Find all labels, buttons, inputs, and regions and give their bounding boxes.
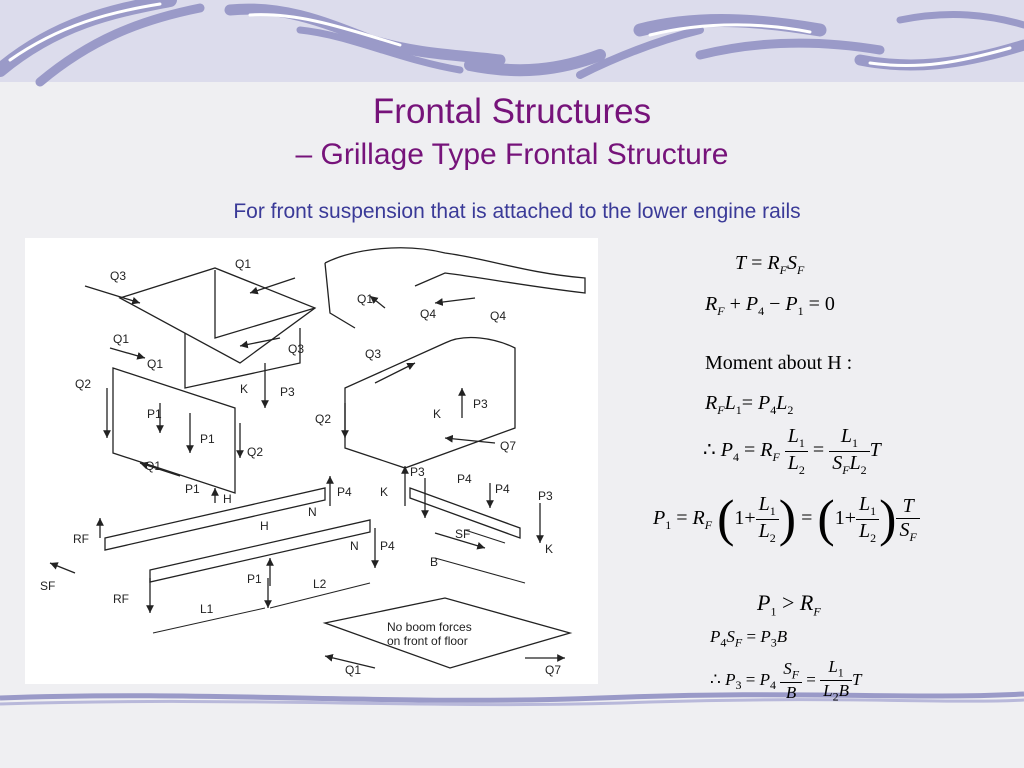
label-p1-d: P1 (247, 572, 262, 586)
label-n-a: N (308, 505, 317, 519)
header-swirl-decoration (0, 0, 1024, 87)
label-q4-a: Q4 (420, 307, 436, 321)
label-p1-c: P1 (185, 482, 200, 496)
label-n-b: N (350, 539, 359, 553)
label-sf-a: SF (455, 527, 470, 541)
label-q1-a: Q1 (235, 257, 251, 271)
label-k-c: K (380, 485, 388, 499)
footer-swirl-decoration (0, 691, 1024, 707)
slide-title: Frontal Structures (372, 92, 652, 131)
slide-description: For front suspension that is attached to… (233, 200, 801, 223)
label-b-a: B (430, 555, 438, 569)
label-p3-c: P3 (410, 465, 425, 479)
label-q1-c: Q1 (113, 332, 129, 346)
equation-force-balance: RF + P4 − P1 = 0 (705, 293, 835, 318)
floor-panel (322, 597, 573, 669)
label-q2-b: Q2 (247, 445, 263, 459)
moment-label: Moment about H : (705, 352, 853, 374)
label-rf-a: RF (73, 532, 89, 546)
label-p4-c: P4 (495, 482, 510, 496)
label-p4-d: P4 (380, 539, 395, 553)
equation-torque: T = RFSF (735, 252, 805, 277)
label-p3-a: P3 (280, 385, 295, 399)
equation-comparison: P1 > RF (757, 590, 821, 619)
label-q1-d: Q1 (147, 357, 163, 371)
label-p1-a: P1 (147, 407, 162, 421)
label-q3-a: Q3 (110, 269, 126, 283)
label-l2: L2 (313, 577, 327, 591)
upper-beam (104, 487, 326, 551)
floor-note-line-1: No boom forces (387, 620, 472, 634)
label-rf-b: RF (113, 592, 129, 606)
label-q4-b: Q4 (490, 309, 506, 323)
label-k-d: K (545, 542, 553, 556)
floor-note-line-2: on front of floor (387, 634, 468, 648)
label-p3-b: P3 (473, 397, 488, 411)
equation-moment: RFL1= P4L2 (705, 392, 794, 417)
label-h-a: H (223, 492, 232, 506)
label-q3-b: Q3 (288, 342, 304, 356)
label-p3-d: P3 (538, 489, 553, 503)
label-sf-b: SF (40, 579, 55, 593)
label-p4-a: P4 (337, 485, 352, 499)
label-k-b: K (433, 407, 441, 421)
label-q7-a: Q7 (500, 439, 516, 453)
top-panel (118, 267, 317, 364)
equation-p3-balance: P4SF = P3B (710, 627, 788, 650)
label-q2-a: Q2 (75, 377, 91, 391)
label-k-a: K (240, 382, 248, 396)
label-q1-b: Q1 (357, 292, 373, 306)
left-plate (112, 367, 236, 494)
label-q7-b: Q7 (545, 663, 561, 677)
label-p4-b: P4 (457, 472, 472, 486)
label-p1-b: P1 (200, 432, 215, 446)
upper-right-sheet (324, 247, 586, 294)
label-q1-e: Q1 (145, 459, 161, 473)
slide-subtitle: – Grillage Type Frontal Structure (295, 138, 729, 171)
label-q3-c: Q3 (365, 347, 381, 361)
side-beam (409, 487, 521, 539)
label-q2-c: Q2 (315, 412, 331, 426)
grillage-structure-diagram: Q3 Q1 Q1 Q4 Q4 Q1 Q1 Q3 Q3 Q2 P1 P1 Q2 K… (25, 238, 598, 684)
label-q1-f: Q1 (345, 663, 361, 677)
label-l1: L1 (200, 602, 214, 616)
label-h-b: H (260, 519, 269, 533)
